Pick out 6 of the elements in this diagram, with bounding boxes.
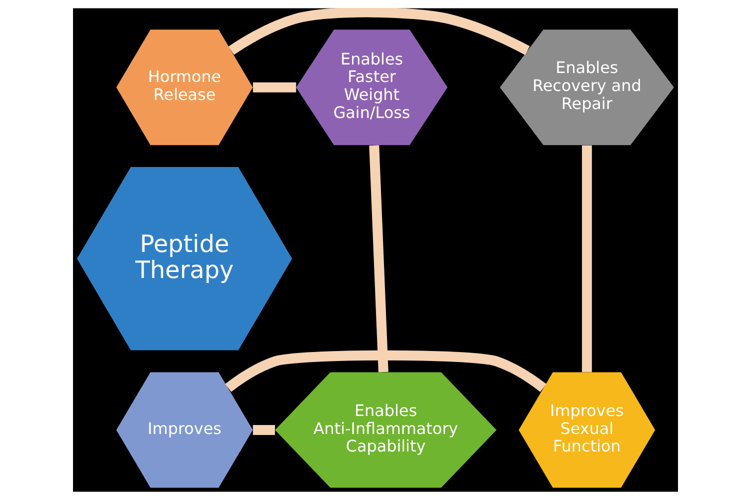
connector (252, 425, 274, 435)
connector (252, 82, 296, 92)
connector (368, 145, 388, 372)
connector (228, 8, 530, 55)
connector (581, 145, 592, 372)
connector (224, 350, 546, 392)
